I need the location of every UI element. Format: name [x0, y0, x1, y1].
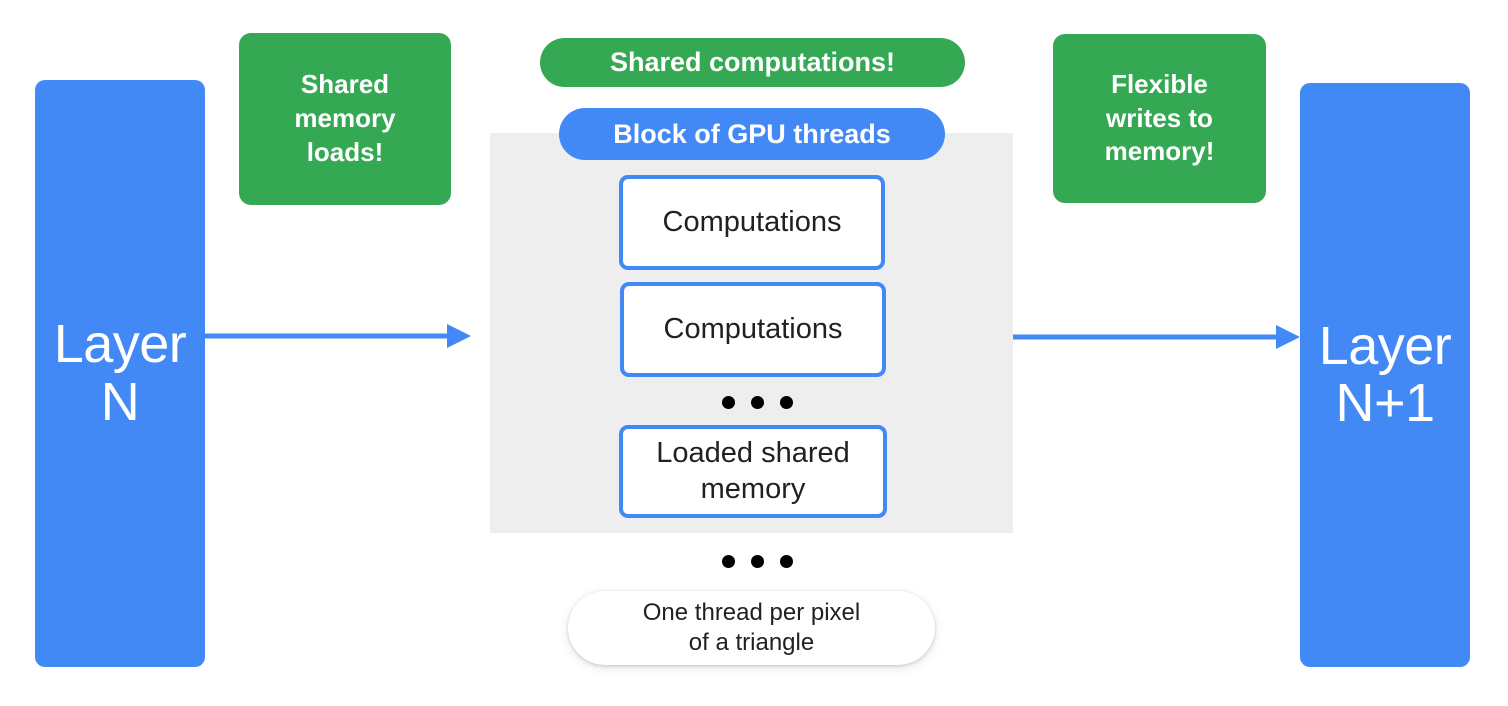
- layer-n-block: Layer N: [35, 80, 205, 667]
- ellipsis-inner-threads: [722, 396, 793, 409]
- ellipsis-dot: [780, 396, 793, 409]
- ellipsis-dot: [722, 555, 735, 568]
- callout-shared-memory-loads: Shared memory loads!: [239, 33, 451, 205]
- ellipsis-dot: [751, 396, 764, 409]
- thread-box-loaded-shared-memory: Loaded shared memory: [619, 425, 887, 518]
- thread-box-computations-1: Computations: [619, 175, 885, 270]
- thread-box-computations-2: Computations: [620, 282, 886, 377]
- caption-one-thread-per-pixel: One thread per pixel of a triangle: [568, 591, 935, 665]
- ellipsis-dot: [751, 555, 764, 568]
- ellipsis-dot: [780, 555, 793, 568]
- ellipsis-dot: [722, 396, 735, 409]
- callout-flexible-writes-to-memory: Flexible writes to memory!: [1053, 34, 1266, 203]
- ellipsis-more-blocks: [722, 555, 793, 568]
- pill-block-of-gpu-threads: Block of GPU threads: [559, 108, 945, 160]
- layer-n-plus-1-block: Layer N+1: [1300, 83, 1470, 667]
- arrow-layer-n-to-block: [205, 324, 471, 348]
- arrow-block-to-layer-n-plus-1: [1013, 325, 1300, 349]
- pill-shared-computations: Shared computations!: [540, 38, 965, 87]
